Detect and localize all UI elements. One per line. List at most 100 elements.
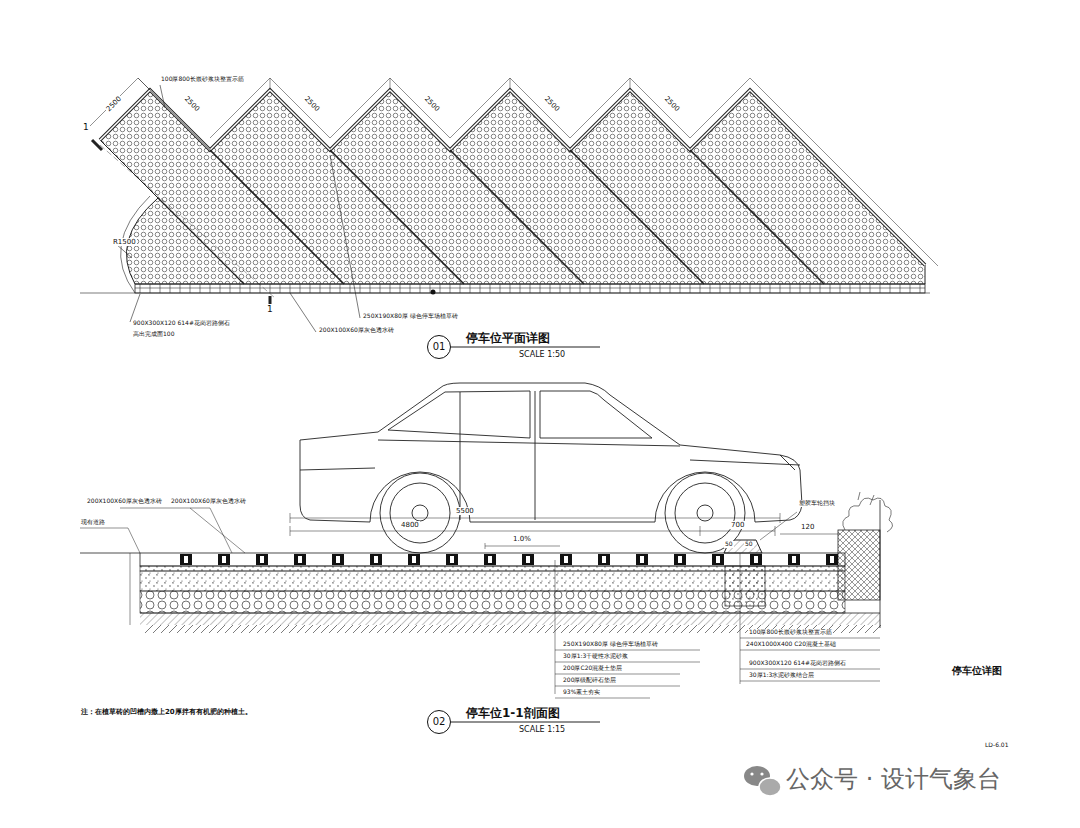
drawing-line <box>210 150 824 284</box>
drawing-line <box>140 613 880 614</box>
hatch-line <box>641 625 649 633</box>
hatch-line <box>617 625 625 633</box>
hatch-line <box>705 625 713 633</box>
drawing-line <box>80 508 797 553</box>
hatch-line <box>553 625 561 633</box>
paver-cell <box>180 554 192 565</box>
drawing-line <box>100 145 275 298</box>
dimension: 50 <box>724 541 734 548</box>
material-callout: 高出完成面100 <box>132 331 175 338</box>
paver-cell <box>826 554 838 565</box>
dimension: 2500 <box>302 94 322 114</box>
drawing-line <box>100 90 925 265</box>
paver-cell <box>256 554 268 565</box>
paver-hole <box>222 556 226 563</box>
layer-callout: 30厚1:3干硬性水泥砂浆 <box>562 653 629 660</box>
hatch-line <box>425 625 433 633</box>
hatch-line <box>513 625 521 633</box>
hatch-line <box>257 625 265 633</box>
drawing-line <box>100 90 925 265</box>
hatch-line <box>441 625 449 633</box>
hatch-line <box>321 625 329 633</box>
paver-hole <box>754 556 758 563</box>
hatch-line <box>193 625 201 633</box>
hatch-line <box>201 625 209 633</box>
hatch-line <box>241 625 249 633</box>
hatch-line <box>633 625 641 633</box>
paver-hole <box>792 556 796 563</box>
material-callout: 900X300X120 614#花岗岩路侧石 <box>748 660 847 667</box>
hatch-line <box>217 625 225 633</box>
hatch-line <box>465 625 473 633</box>
hatch-line <box>369 625 377 633</box>
drawing-line <box>451 346 600 347</box>
paver-hole <box>526 556 530 563</box>
scale-note: SCALE 1:50 <box>518 350 566 359</box>
hatch-line <box>209 625 217 633</box>
dimension: 50 <box>744 541 754 548</box>
hatch-line <box>497 625 505 633</box>
section-mark: 1 <box>82 122 90 132</box>
hatch-line <box>161 625 169 633</box>
hatch-line <box>249 625 257 633</box>
drawing-line <box>697 505 713 521</box>
hatch-line <box>449 625 457 633</box>
scale-note: SCALE 1:15 <box>518 725 566 734</box>
general-note: 注：在植草砖的凹槽内撒上20厚拌有有机肥的种植土。 <box>80 708 253 716</box>
slope-note: 1.0% <box>512 535 532 543</box>
layer-callout: 250X190X80厚 绿色停车场植草砖 <box>562 641 659 648</box>
dimension: 2500 <box>422 94 442 114</box>
hatch-line <box>689 625 697 633</box>
drawing-line <box>92 140 102 150</box>
paver-hole <box>298 556 302 563</box>
drawing-line <box>158 198 244 284</box>
drawing-line <box>388 391 652 438</box>
hatch-line <box>529 625 537 633</box>
wechat-icon <box>744 766 781 796</box>
material-callout: 100厚800长嵌砂浆块整置示筋 <box>748 629 833 636</box>
hatch-line <box>313 625 321 633</box>
view-title: 停车位平面详图 <box>466 331 550 345</box>
hatch-line <box>153 625 161 633</box>
paver-cell <box>712 554 724 565</box>
hatch-line <box>401 625 409 633</box>
paver-cell <box>218 554 230 565</box>
drawing-line <box>838 530 880 600</box>
drawing-line <box>451 721 600 722</box>
hatch-line <box>177 625 185 633</box>
hatch-line <box>361 625 369 633</box>
paver-cell <box>522 554 534 565</box>
hatch-line <box>337 625 345 633</box>
dimension: 2500 <box>662 94 682 114</box>
dimension: 120 <box>800 523 815 531</box>
material-callout: 塑胶车轮挡块 <box>798 500 836 507</box>
hatch-line <box>665 625 673 633</box>
paver-hole <box>678 556 682 563</box>
drawing-line <box>390 483 450 543</box>
callout-circle: 01停车位平面详图 <box>427 335 451 359</box>
drawing-line <box>269 296 272 304</box>
hatch-line <box>873 625 881 633</box>
hatch-line <box>233 625 241 633</box>
drawing-line <box>412 505 428 521</box>
material-callout: 250X190X80厚 绿色停车场植草砖 <box>362 313 459 320</box>
drawing-line <box>130 553 131 625</box>
paver-hole <box>640 556 644 563</box>
hatch-line <box>521 625 529 633</box>
hatch-line <box>609 625 617 633</box>
hatch-line <box>145 625 153 633</box>
paver-hole <box>412 556 416 563</box>
callout-number: 01 <box>433 342 446 352</box>
paver-hole <box>564 556 568 563</box>
hatch-line <box>185 625 193 633</box>
paver-cell <box>598 554 610 565</box>
material-callout: 200X100X60厚灰色透水砖 <box>170 498 247 505</box>
paver-cell <box>408 554 420 565</box>
drawing-line <box>88 78 938 266</box>
paver-hole <box>336 556 340 563</box>
paver-cell <box>750 554 762 565</box>
hatch-line <box>505 625 513 633</box>
drawing-line <box>724 540 762 553</box>
